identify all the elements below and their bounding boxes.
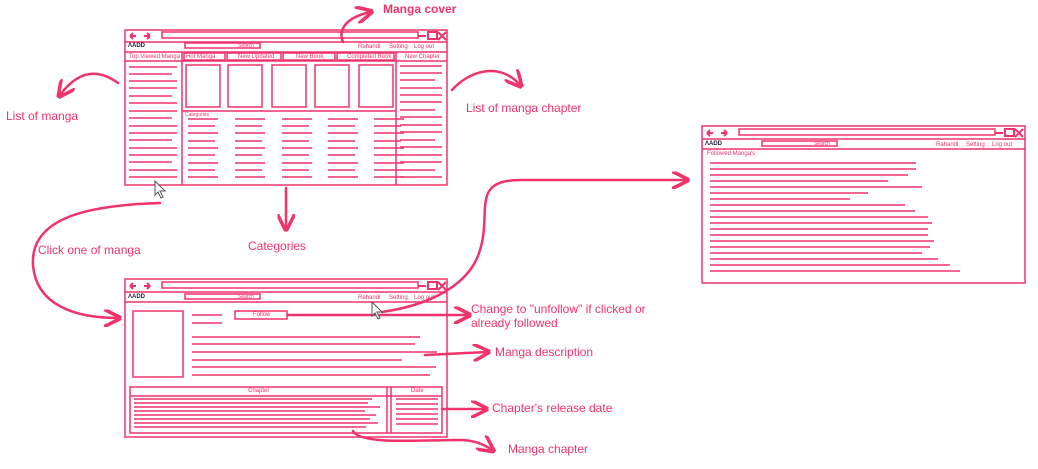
home-new-chapter: New Chapter <box>405 54 441 60</box>
label-change-unfollow-1: Change to "unfollow" if clicked or <box>471 302 646 316</box>
home-wireframe <box>124 29 448 186</box>
tab-hot-manga[interactable]: Hot Manga <box>186 54 216 60</box>
detail-logo: ΛADD <box>128 294 146 300</box>
detail-user-link[interactable]: Rahandi <box>358 295 381 301</box>
label-categories: Categories <box>248 239 307 253</box>
followed-title: Followed Manga's <box>707 151 756 157</box>
label-manga-description: Manga description <box>495 345 594 359</box>
label-click-one-of-manga: Click one of manga <box>38 243 141 257</box>
detail-wireframe <box>124 278 448 438</box>
followed-logo: ΛADD <box>705 141 723 147</box>
cursor-icon <box>154 179 167 199</box>
home-search-button[interactable]: Search <box>238 43 254 49</box>
cursor-icon <box>371 300 384 320</box>
followed-logout-link[interactable]: Log out <box>992 142 1013 148</box>
date-header: Date <box>411 388 424 394</box>
detail-lines <box>134 314 438 428</box>
detail-logout-link[interactable]: Log out <box>414 295 435 301</box>
home-logo: ΛADD <box>128 43 146 49</box>
label-chapter-release-date: Chapter's release date <box>492 401 613 415</box>
label-manga-cover: Manga cover <box>383 2 457 16</box>
home-user-link[interactable]: Rahandi <box>358 44 381 50</box>
tab-completed-book[interactable]: Completed Book <box>347 54 392 60</box>
home-categories-label: Categories <box>185 112 210 118</box>
label-list-of-manga: List of manga <box>6 109 79 123</box>
followed-setting-link[interactable]: Setting <box>966 142 985 148</box>
detail-search-button[interactable]: Search <box>238 294 254 300</box>
label-manga-chapter: Manga chapter <box>508 442 589 456</box>
followed-wireframe <box>701 125 1026 284</box>
followed-search-button[interactable]: Search <box>814 141 830 147</box>
followed-user-link[interactable]: Rahandi <box>936 142 959 148</box>
home-logout-link[interactable]: Log out <box>414 44 435 50</box>
chapter-header: Chapter <box>248 388 270 394</box>
home-list-lines <box>129 65 442 178</box>
followed-lines <box>710 162 960 272</box>
follow-button[interactable]: Follow <box>253 312 271 318</box>
annotation-arrows <box>31 12 686 450</box>
label-list-of-manga-chapter: List of manga chapter <box>466 101 582 115</box>
detail-setting-link[interactable]: Setting <box>389 295 408 301</box>
home-top-viewed: Top Viewed Manga <box>129 54 180 60</box>
home-setting-link[interactable]: Setting <box>389 44 408 50</box>
tab-new-updated[interactable]: New Updated <box>238 54 275 60</box>
tab-new-book[interactable]: New Book <box>296 54 324 60</box>
label-change-unfollow-2: already followed <box>471 316 558 330</box>
